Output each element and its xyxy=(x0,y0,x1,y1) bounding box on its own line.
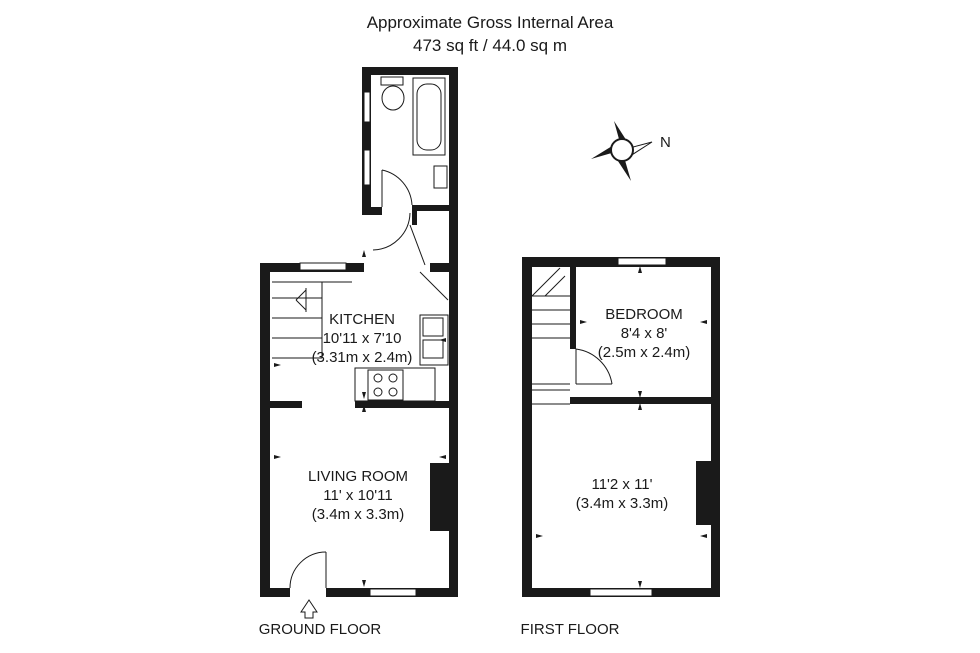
bedroom-dimensions-imperial: 8'4 x 8' xyxy=(621,325,668,342)
ground-floor-label: GROUND FLOOR xyxy=(259,621,382,638)
compass-north-label: N xyxy=(660,134,671,151)
area-total: 473 sq ft / 44.0 sq m xyxy=(412,36,568,55)
area-title: Approximate Gross Internal Area xyxy=(366,13,614,32)
bedroom-name: BEDROOM xyxy=(605,306,683,323)
kitchen-dimensions-imperial: 10'11 x 7'10 xyxy=(323,330,402,347)
first-floor-room-dimensions-metric: (3.4m x 3.3m) xyxy=(576,495,669,512)
living-room-name: LIVING ROOM xyxy=(308,468,408,485)
first-floor-label: FIRST FLOOR xyxy=(521,621,620,638)
kitchen-name: KITCHEN xyxy=(329,311,395,328)
first-floor-room-dimensions-imperial: 11'2 x 11' xyxy=(591,476,652,493)
bedroom-dimensions-metric: (2.5m x 2.4m) xyxy=(598,344,691,361)
living-room-dimensions-metric: (3.4m x 3.3m) xyxy=(312,506,405,523)
ground-floor-plan: KITCHEN 10'11 x 7'10 (3.31m x 2.4m) LIVI… xyxy=(259,67,458,638)
compass-rose-icon: N xyxy=(591,121,671,181)
first-floor-plan: BEDROOM 8'4 x 8' (2.5m x 2.4m) 11'2 x 11… xyxy=(521,257,720,638)
living-room-dimensions-imperial: 11' x 10'11 xyxy=(323,487,392,504)
kitchen-dimensions-metric: (3.31m x 2.4m) xyxy=(312,349,413,366)
